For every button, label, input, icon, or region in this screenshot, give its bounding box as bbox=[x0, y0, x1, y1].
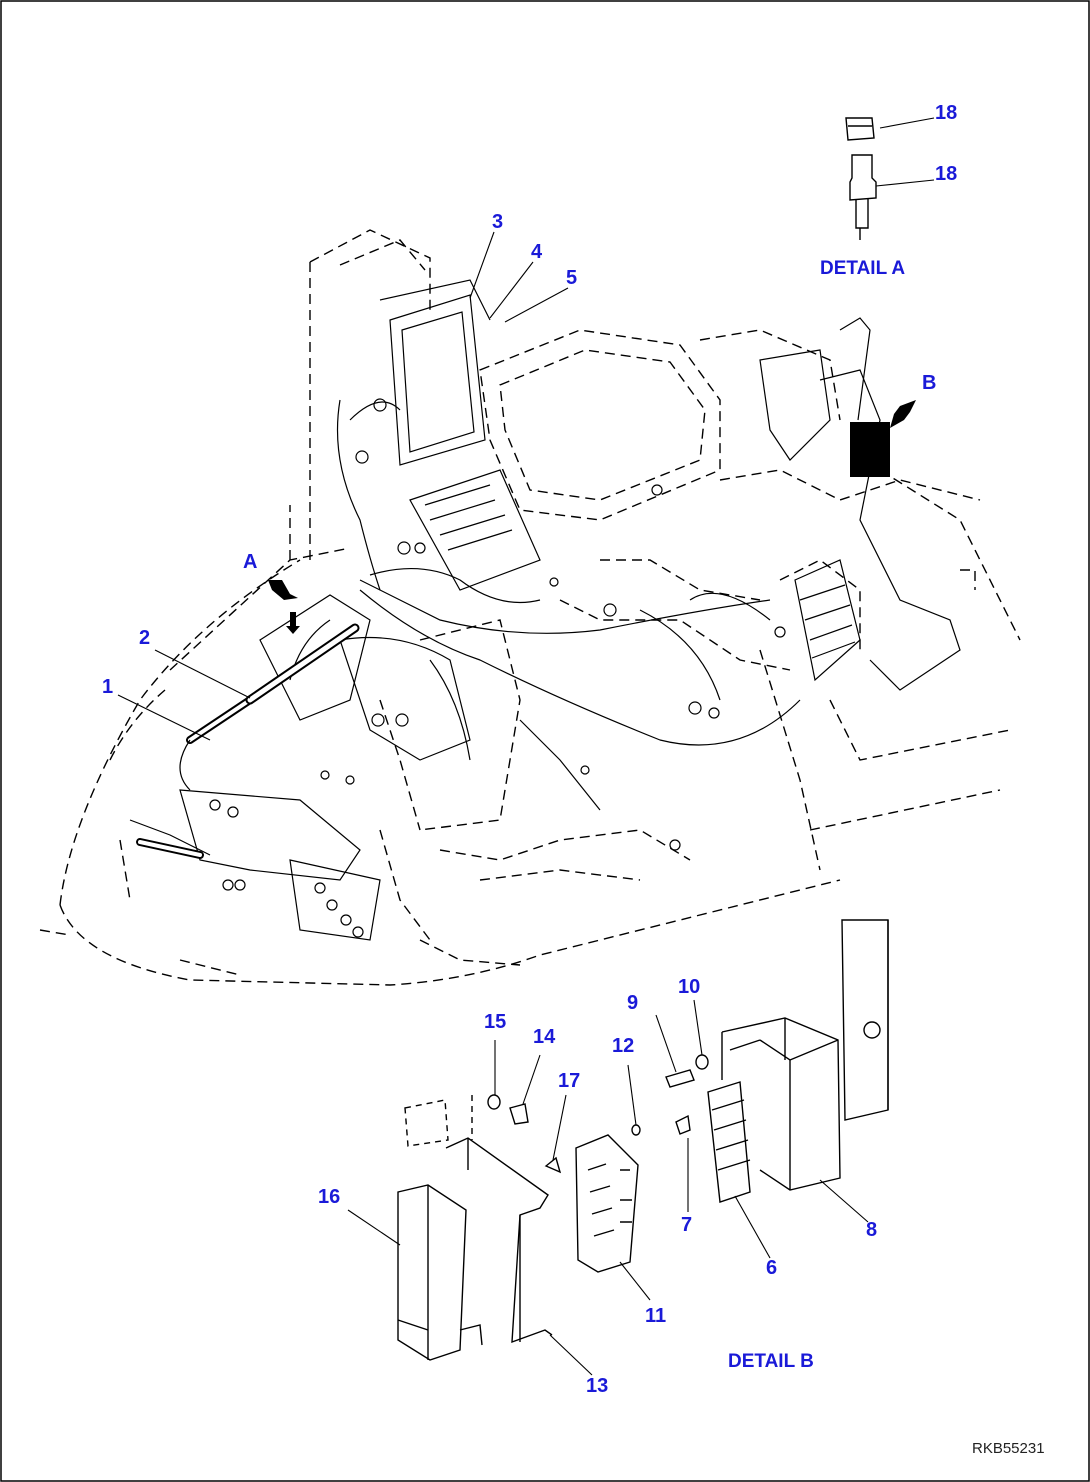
part-14-bolt bbox=[509, 1103, 529, 1125]
detail-a-part bbox=[845, 117, 877, 240]
callout-3: 3 bbox=[492, 211, 504, 233]
part-16-bracket bbox=[397, 1184, 467, 1361]
callout-15: 15 bbox=[484, 1011, 507, 1033]
machine-outline bbox=[39, 229, 1021, 986]
part-8-box bbox=[721, 1017, 841, 1191]
part-12-screw bbox=[631, 1124, 641, 1136]
leader-lines bbox=[117, 117, 935, 1376]
part-11-terminal bbox=[575, 1134, 639, 1273]
arrow-b bbox=[890, 400, 916, 428]
fuse-box bbox=[794, 559, 861, 682]
arrow-b-label: B bbox=[922, 372, 937, 394]
callout-12: 12 bbox=[612, 1035, 635, 1057]
arrow-a bbox=[268, 580, 300, 634]
callout-6: 6 bbox=[766, 1257, 778, 1279]
part-6-block bbox=[707, 1081, 751, 1203]
part-13-plate bbox=[445, 1137, 553, 1344]
part-17-clip bbox=[544, 1156, 562, 1174]
detail-b-parts bbox=[397, 919, 889, 1361]
callout-18-bottom: 18 bbox=[935, 163, 958, 185]
detail-b-title: DETAIL B bbox=[728, 1351, 814, 1372]
monitor-housing bbox=[389, 294, 486, 466]
keypad bbox=[409, 469, 541, 591]
component-b bbox=[850, 422, 890, 477]
detail-a-title: DETAIL A bbox=[820, 258, 906, 279]
part-7-screw bbox=[675, 1114, 691, 1135]
callout-5: 5 bbox=[566, 267, 578, 289]
callout-16: 16 bbox=[318, 1186, 341, 1208]
callout-18-top: 18 bbox=[935, 102, 958, 124]
callout-7: 7 bbox=[681, 1214, 693, 1236]
component-outlines bbox=[129, 279, 961, 941]
callout-14: 14 bbox=[533, 1026, 556, 1048]
callout-9: 9 bbox=[627, 992, 639, 1014]
arrow-a-label: A bbox=[243, 551, 258, 573]
callout-8: 8 bbox=[866, 1219, 878, 1241]
part-9-bolt bbox=[665, 1069, 695, 1088]
drawing-code: RKB55231 bbox=[972, 1440, 1045, 1457]
part-10-washer bbox=[695, 1054, 709, 1070]
callout-11: 11 bbox=[645, 1305, 667, 1327]
callout-1: 1 bbox=[102, 676, 114, 698]
callout-17: 17 bbox=[558, 1070, 581, 1092]
callout-13: 13 bbox=[586, 1375, 609, 1397]
part-15-nut bbox=[487, 1094, 501, 1110]
callout-10: 10 bbox=[678, 976, 701, 998]
callout-4: 4 bbox=[531, 241, 543, 263]
callout-2: 2 bbox=[139, 627, 151, 649]
